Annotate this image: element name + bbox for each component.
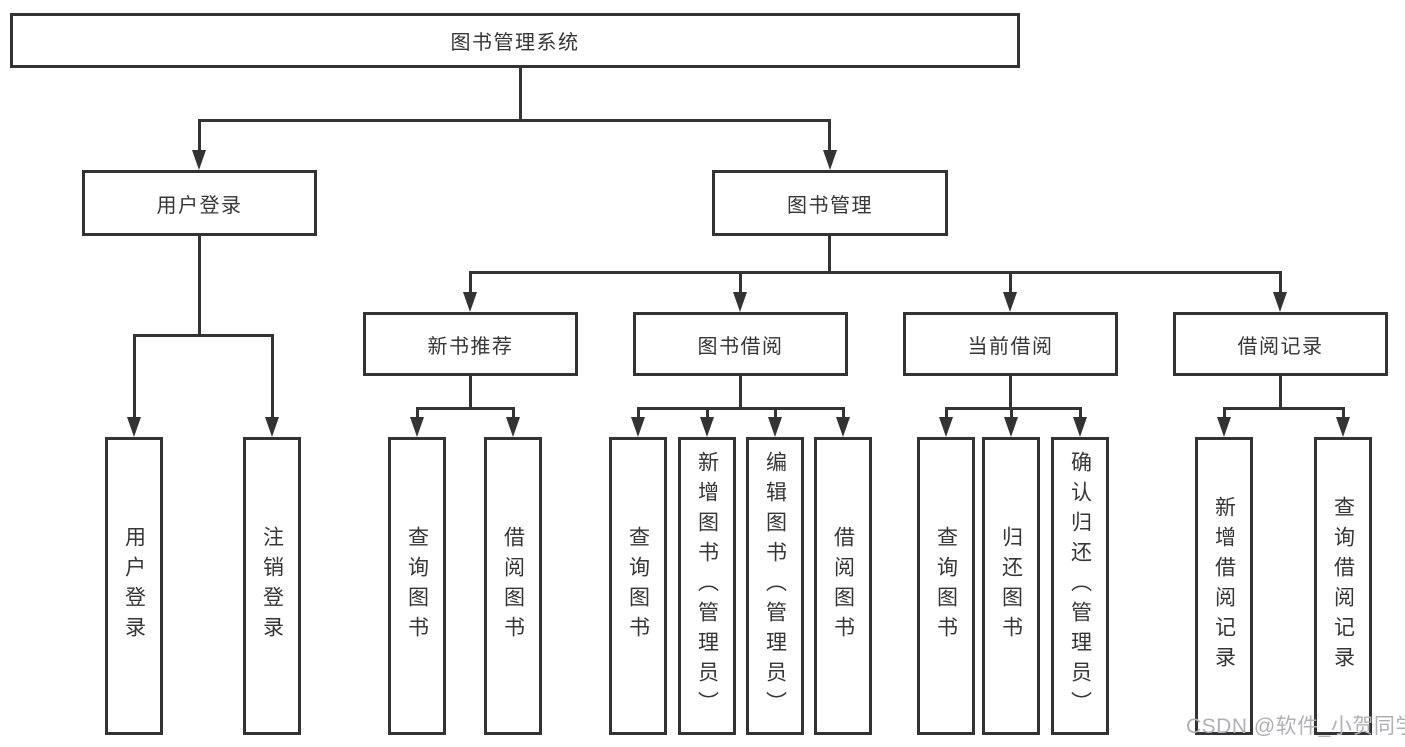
leaf-borrow-query-books: 查询图书 (609, 437, 667, 735)
connector-line (1079, 407, 1082, 419)
node-user-login: 用户登录 (82, 170, 317, 236)
arrow-down-icon (1217, 417, 1231, 437)
leaf-return-books-label: 归还图书 (999, 526, 1023, 646)
leaf-query-borrow-record: 查询借阅记录 (1314, 437, 1372, 735)
leaf-confirm-return-admin-label: 确认归还（管理员） (1068, 451, 1092, 721)
leaf-add-borrow-record: 新增借阅记录 (1195, 437, 1253, 735)
leaf-logout: 注销登录 (243, 437, 301, 735)
connector-line (1279, 376, 1282, 410)
connector-line (945, 407, 948, 419)
connector-line (271, 334, 274, 419)
connector-line (469, 271, 472, 295)
node-book-borrow: 图书借阅 (633, 312, 848, 376)
connector-line (1279, 271, 1282, 295)
arrow-down-icon (836, 417, 850, 437)
connector-line (198, 236, 201, 337)
leaf-logout-label: 注销登录 (260, 526, 284, 646)
connector-line (416, 407, 515, 410)
connector-line (133, 334, 274, 337)
connector-line (1009, 376, 1012, 410)
leaf-add-books-admin: 新增图书（管理员） (678, 437, 736, 735)
leaf-user-login-label: 用户登录 (122, 526, 146, 646)
connector-line (828, 236, 831, 274)
node-new-book-recommend-label: 新书推荐 (427, 335, 514, 358)
leaf-borrow-query-books-label: 查询图书 (626, 526, 650, 646)
arrow-down-icon (1336, 417, 1350, 437)
connector-line (469, 376, 472, 410)
arrow-down-icon (939, 417, 953, 437)
arrow-down-icon (1003, 292, 1017, 312)
leaf-confirm-return-admin: 确认归还（管理员） (1051, 437, 1109, 735)
leaf-query-borrow-record-label: 查询借阅记录 (1331, 496, 1355, 676)
leaf-borrow-books: 借阅图书 (814, 437, 872, 735)
arrow-down-icon (700, 417, 714, 437)
connector-line (1009, 271, 1012, 295)
connector-line (1223, 407, 1344, 410)
arrow-down-icon (1004, 417, 1018, 437)
leaf-return-books: 归还图书 (982, 437, 1040, 735)
leaf-recommend-borrow-books: 借阅图书 (484, 437, 542, 735)
arrow-down-icon (410, 417, 424, 437)
connector-line (198, 119, 201, 152)
arrow-down-icon (1073, 417, 1087, 437)
leaf-add-books-admin-label: 新增图书（管理员） (695, 451, 719, 721)
arrow-down-icon (192, 150, 206, 170)
leaf-add-borrow-record-label: 新增借阅记录 (1212, 496, 1236, 676)
leaf-current-query-books: 查询图书 (917, 437, 975, 735)
connector-line (133, 334, 136, 419)
connector-line (739, 376, 742, 410)
connector-line (828, 119, 831, 152)
node-borrow-records: 借阅记录 (1173, 312, 1388, 376)
arrow-down-icon (768, 417, 782, 437)
node-user-login-label: 用户登录 (156, 194, 243, 217)
leaf-edit-books-admin: 编辑图书（管理员） (746, 437, 804, 735)
node-root-label: 图书管理系统 (450, 32, 580, 54)
leaf-user-login: 用户登录 (105, 437, 163, 735)
connector-line (519, 66, 522, 122)
node-root: 图书管理系统 (10, 13, 1020, 68)
node-new-book-recommend: 新书推荐 (363, 312, 578, 376)
arrow-down-icon (463, 292, 477, 312)
csdn-watermark: CSDN @软件_小贺同学 (1186, 715, 1405, 738)
connector-line (774, 407, 777, 419)
arrow-down-icon (1273, 292, 1287, 312)
leaf-edit-books-admin-label: 编辑图书（管理员） (763, 451, 787, 721)
arrow-down-icon (733, 292, 747, 312)
node-book-borrow-label: 图书借阅 (697, 335, 784, 358)
connector-line (469, 271, 1282, 274)
connector-line (198, 119, 831, 122)
connector-line (842, 407, 845, 419)
arrow-down-icon (265, 417, 279, 437)
connector-line (1223, 407, 1226, 419)
node-current-borrow-label: 当前借阅 (967, 335, 1054, 358)
arrow-down-icon (823, 150, 837, 170)
leaf-borrow-books-label: 借阅图书 (831, 526, 855, 646)
connector-line (945, 407, 1081, 410)
connector-line (637, 407, 845, 410)
connector-line (512, 407, 515, 419)
leaf-recommend-query-books-label: 查询图书 (405, 526, 429, 646)
leaf-recommend-borrow-books-label: 借阅图书 (501, 526, 525, 646)
node-current-borrow: 当前借阅 (903, 312, 1118, 376)
node-book-management: 图书管理 (712, 170, 948, 236)
connector-line (739, 271, 742, 295)
connector-line (1342, 407, 1345, 419)
node-borrow-records-label: 借阅记录 (1237, 335, 1324, 358)
leaf-current-query-books-label: 查询图书 (934, 526, 958, 646)
arrow-down-icon (631, 417, 645, 437)
node-book-management-label: 图书管理 (787, 194, 873, 217)
arrow-down-icon (506, 417, 520, 437)
arrow-down-icon (127, 417, 141, 437)
connector-line (1010, 407, 1013, 419)
connector-line (416, 407, 419, 419)
leaf-recommend-query-books: 查询图书 (388, 437, 446, 735)
connector-line (706, 407, 709, 419)
connector-line (637, 407, 640, 419)
